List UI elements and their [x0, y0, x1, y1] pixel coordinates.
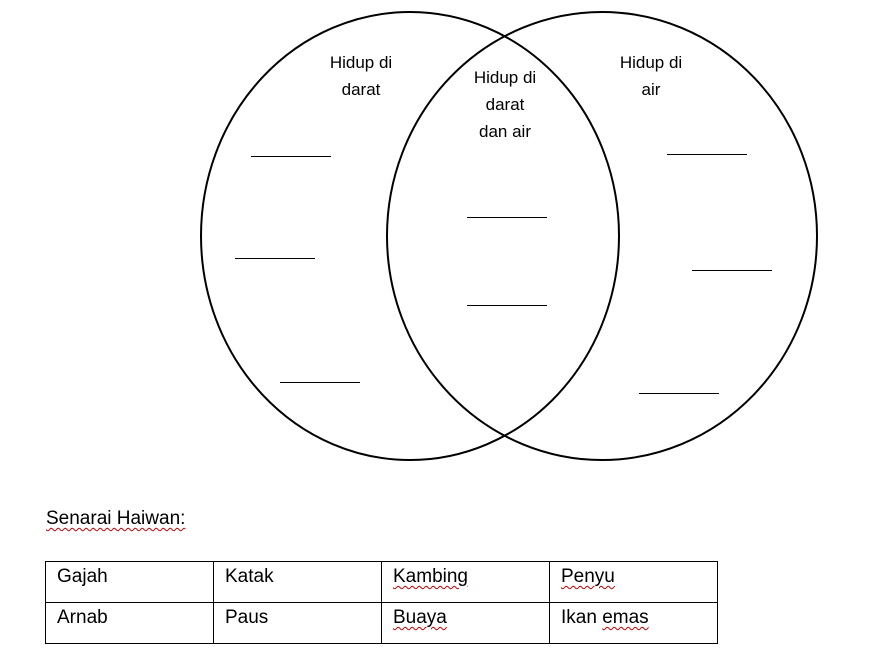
cell-text: Ikan emas [561, 607, 649, 628]
label-water: Hidup di air [619, 53, 683, 99]
table-cell: Ikan emas [549, 602, 718, 644]
cell-text: Gajah [57, 566, 108, 587]
answer-blank-both-2[interactable] [467, 305, 547, 306]
animal-list-table: Gajah Katak Kambing Penyu Arnab Paus Bua… [45, 561, 718, 644]
cell-text: Kambing [393, 566, 468, 587]
animal-list-title: Senarai Haiwan: [46, 508, 186, 529]
left-circle-land [200, 11, 620, 461]
right-circle-water [386, 11, 818, 461]
cell-text: Buaya [393, 607, 447, 628]
answer-blank-water-1[interactable] [667, 154, 747, 155]
cell-text: Paus [225, 607, 269, 628]
answer-blank-land-3[interactable] [280, 382, 360, 383]
answer-blank-land-2[interactable] [235, 258, 315, 259]
label-land-and-water: Hidup di darat dan air [473, 68, 537, 141]
table-cell: Penyu [549, 561, 718, 603]
misspelled-word: emas [602, 607, 649, 628]
answer-blank-both-1[interactable] [467, 217, 547, 218]
table-cell: Kambing [381, 561, 550, 603]
cell-text: Katak [225, 566, 274, 587]
table-cell: Arnab [45, 602, 214, 644]
table-row: Arnab Paus Buaya Ikan emas [45, 602, 718, 644]
cell-text: Arnab [57, 607, 108, 628]
cell-text: Penyu [561, 566, 615, 587]
table-row: Gajah Katak Kambing Penyu [45, 561, 718, 603]
answer-blank-water-3[interactable] [639, 393, 719, 394]
table-cell: Paus [213, 602, 382, 644]
answer-blank-land-1[interactable] [251, 156, 331, 157]
table-cell: Buaya [381, 602, 550, 644]
table-cell: Gajah [45, 561, 214, 603]
answer-blank-water-2[interactable] [692, 270, 772, 271]
table-cell: Katak [213, 561, 382, 603]
venn-diagram [200, 11, 818, 461]
label-land: Hidup di darat [329, 53, 393, 99]
